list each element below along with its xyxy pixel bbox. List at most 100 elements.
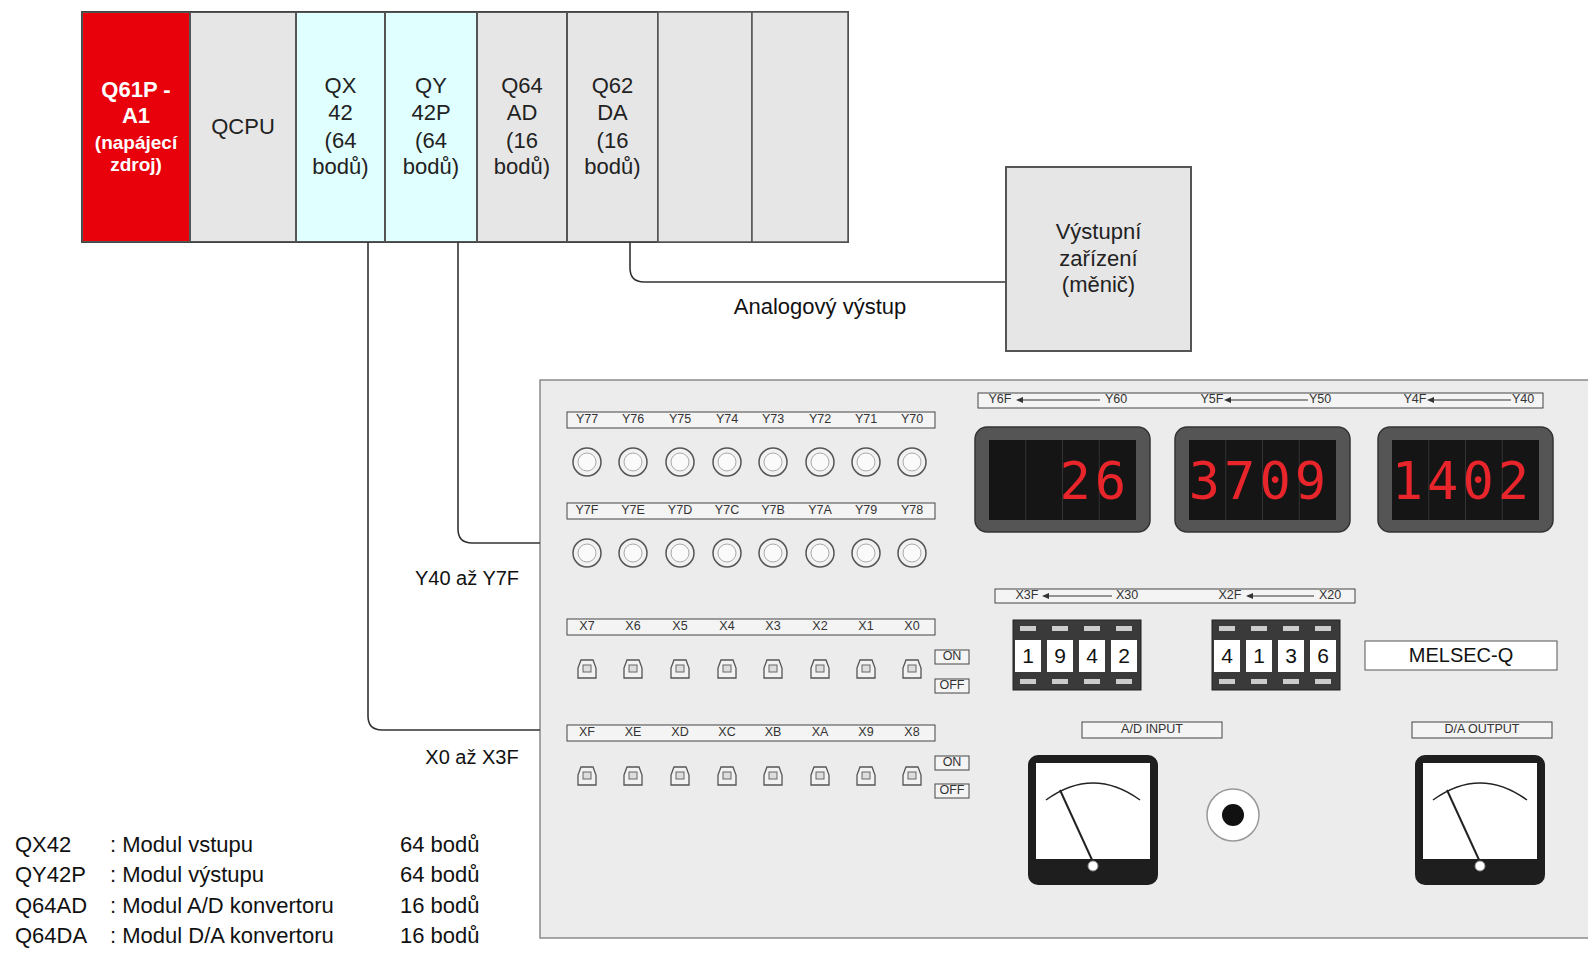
signal-name: XE bbox=[625, 726, 642, 740]
signal-name: X4 bbox=[719, 620, 734, 634]
node-text: (64 bodů) bbox=[399, 128, 463, 181]
display-value: 1402 bbox=[1392, 453, 1533, 510]
lamp bbox=[578, 453, 596, 471]
lamp bbox=[764, 453, 782, 471]
thumbwheel-window bbox=[1278, 640, 1304, 672]
lamp bbox=[903, 544, 921, 562]
lamp bbox=[898, 448, 926, 476]
signal-name: X3F bbox=[1016, 589, 1039, 603]
toggle-switch bbox=[908, 772, 916, 779]
toggle-switch bbox=[578, 660, 596, 678]
node-text: (napájecí zdroj) bbox=[86, 132, 186, 178]
signal-name: X6 bbox=[625, 620, 640, 634]
edge-label: X0 až X3F bbox=[423, 746, 520, 768]
connector bbox=[630, 242, 1005, 282]
toggle-switch bbox=[769, 772, 777, 779]
range-arrow bbox=[1433, 400, 1511, 401]
node-text: Q62 DA bbox=[590, 73, 635, 126]
thumbwheel-button bbox=[1219, 679, 1235, 684]
signal-name: Y70 bbox=[901, 413, 923, 427]
lamp bbox=[898, 539, 926, 567]
label-strip bbox=[935, 784, 969, 798]
toggle-switch bbox=[769, 665, 777, 672]
toggle-switch bbox=[578, 767, 596, 785]
label-strip bbox=[995, 589, 1355, 603]
lamp bbox=[619, 448, 647, 476]
toggle-switch bbox=[764, 660, 782, 678]
signal-name: X3 bbox=[765, 620, 780, 634]
thumbwheel-button bbox=[1116, 679, 1132, 684]
module-name: Q64DA bbox=[15, 924, 87, 948]
thumbwheel-digit: 1 bbox=[1253, 644, 1265, 667]
lamp bbox=[718, 544, 736, 562]
signal-name: XA bbox=[812, 726, 829, 740]
signal-name: Y71 bbox=[855, 413, 877, 427]
thumbwheel-button bbox=[1251, 626, 1267, 631]
thumbwheel-digit: 4 bbox=[1086, 644, 1098, 667]
thumbwheel-digit: 3 bbox=[1285, 644, 1297, 667]
signal-name: X2F bbox=[1219, 589, 1242, 603]
toggle-switch bbox=[629, 665, 637, 672]
toggle-switch bbox=[862, 772, 870, 779]
rack-frame bbox=[82, 12, 848, 242]
toggle-switch bbox=[583, 665, 591, 672]
module-slot: QCPU bbox=[190, 12, 296, 242]
module-description: : Modul D/A konvertoru bbox=[110, 924, 334, 948]
connector bbox=[458, 242, 540, 543]
display-frame bbox=[975, 427, 1150, 532]
panel-caption: D/A OUTPUT bbox=[1444, 723, 1519, 737]
point-count: 64 bodů bbox=[400, 863, 480, 887]
lamp bbox=[857, 453, 875, 471]
lamp bbox=[759, 539, 787, 567]
signal-name: Y77 bbox=[576, 413, 598, 427]
input-jack bbox=[1222, 804, 1244, 826]
signal-name: Y7C bbox=[715, 504, 739, 518]
thumbwheel-button bbox=[1219, 626, 1235, 631]
switch-state: ON bbox=[943, 756, 962, 770]
signal-name: X8 bbox=[904, 726, 919, 740]
meter-needle bbox=[1060, 790, 1093, 862]
thumbwheel-button bbox=[1251, 679, 1267, 684]
module-slot: Q61P -A1(napájecí zdroj) bbox=[82, 12, 190, 242]
signal-name: Y4F bbox=[1404, 393, 1427, 407]
module-name: Q64AD bbox=[15, 894, 87, 918]
thumbwheel-digit: 2 bbox=[1118, 644, 1130, 667]
thumbwheel-button bbox=[1020, 679, 1036, 684]
signal-name: X7 bbox=[579, 620, 594, 634]
thumbwheel-button bbox=[1052, 626, 1068, 631]
toggle-switch bbox=[862, 665, 870, 672]
toggle-switch bbox=[811, 660, 829, 678]
thumbwheel-digit: 1 bbox=[1022, 644, 1034, 667]
thumbwheel-button bbox=[1283, 679, 1299, 684]
lamp bbox=[573, 448, 601, 476]
signal-name: X1 bbox=[858, 620, 873, 634]
display-value: 3709 bbox=[1189, 453, 1330, 510]
toggle-switch bbox=[816, 665, 824, 672]
toggle-switch bbox=[676, 665, 684, 672]
signal-name: Y7E bbox=[621, 504, 645, 518]
module-slot: QY 42P(64 bodů) bbox=[385, 12, 477, 242]
display-frame bbox=[1378, 427, 1553, 532]
toggle-switch bbox=[624, 660, 642, 678]
signal-name: Y74 bbox=[716, 413, 738, 427]
label-strip bbox=[1082, 722, 1222, 738]
lamp bbox=[852, 539, 880, 567]
label-strip bbox=[935, 756, 969, 770]
signal-name: Y76 bbox=[622, 413, 644, 427]
signal-name: X5 bbox=[672, 620, 687, 634]
signal-name: XC bbox=[718, 726, 735, 740]
signal-name: Y75 bbox=[669, 413, 691, 427]
point-count: 64 bodů bbox=[400, 833, 480, 857]
node-text: (16 bodů) bbox=[581, 128, 645, 181]
thumbwheel-digit: 9 bbox=[1054, 644, 1066, 667]
range-arrow bbox=[1252, 596, 1314, 597]
lamp bbox=[713, 539, 741, 567]
node-text: (16 bodů) bbox=[490, 128, 554, 181]
node-text: (64 bodů) bbox=[309, 128, 373, 181]
label-strip bbox=[935, 650, 969, 664]
toggle-switch bbox=[857, 767, 875, 785]
signal-name: X30 bbox=[1116, 589, 1138, 603]
node-text: QY 42P bbox=[409, 73, 454, 126]
range-arrow bbox=[1022, 400, 1100, 401]
display-cell bbox=[1025, 440, 1026, 520]
